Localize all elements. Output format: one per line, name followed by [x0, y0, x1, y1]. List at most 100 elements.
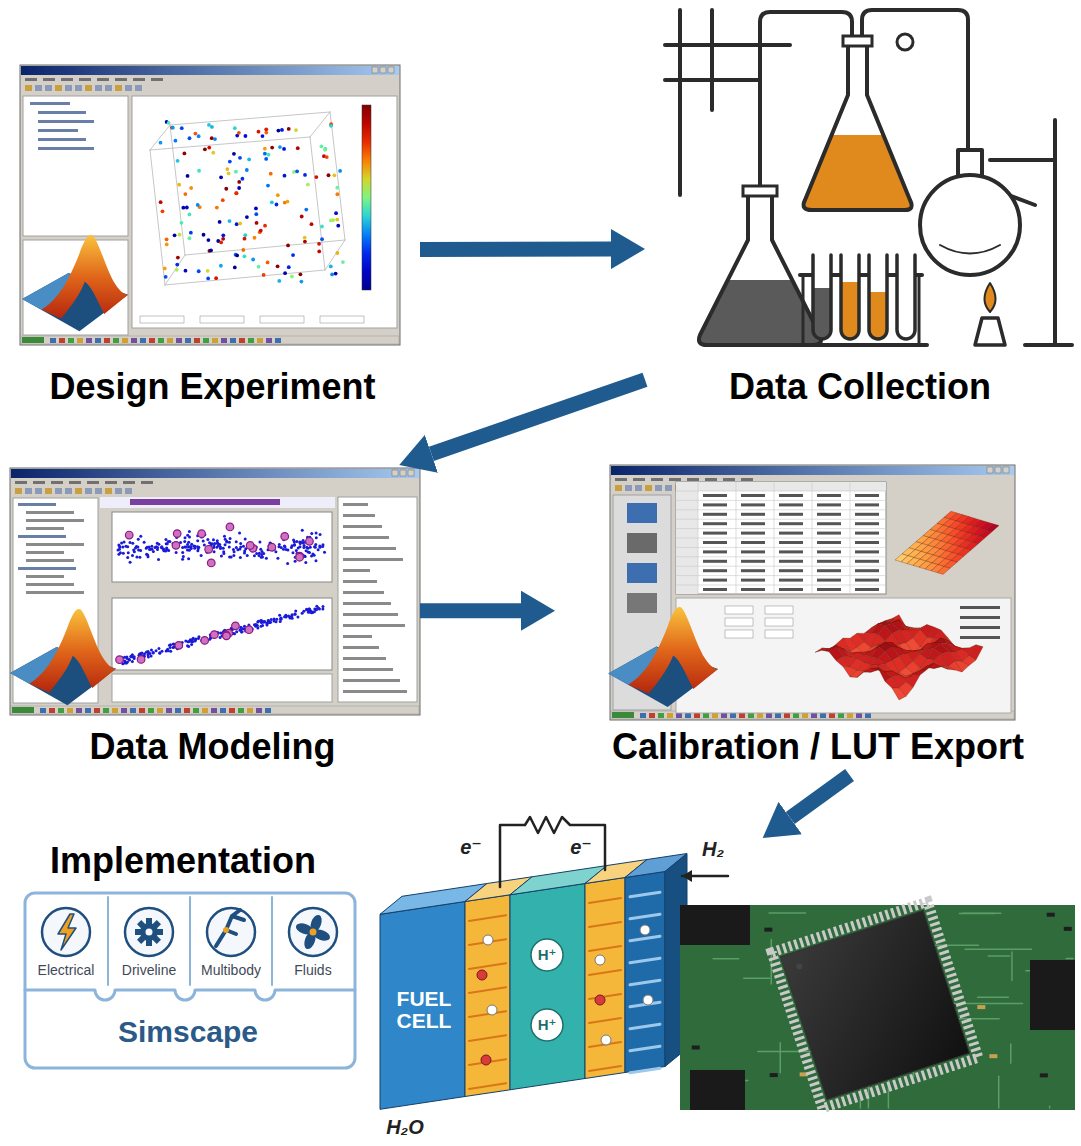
calibration-window-part: [687, 478, 699, 481]
design-window-part: [79, 78, 91, 81]
chip-part: [796, 963, 804, 971]
model-window-part: [168, 644, 171, 647]
model-window-part: [267, 619, 270, 622]
model-window-part: [165, 549, 168, 552]
model-window-part: [175, 642, 183, 650]
chip-part: [772, 902, 979, 1109]
calibration-window-part: [817, 579, 841, 582]
model-window: [10, 468, 420, 715]
model-window-part: [239, 542, 242, 545]
design-window-part: [388, 67, 394, 73]
fuel-cell-part: [469, 987, 506, 993]
model-window-part: [343, 569, 370, 572]
model-window-part: [283, 615, 286, 618]
model-window-part: [181, 546, 184, 549]
calibration-window-part: [741, 569, 765, 572]
design-window-part: [43, 78, 55, 81]
model-window-part: [129, 655, 132, 658]
model-window-part: [26, 575, 64, 578]
model-window-part: [137, 656, 145, 664]
design-window-part: [248, 338, 254, 343]
calibration-window-part: [817, 541, 841, 544]
model-window-part: [392, 470, 398, 476]
fuel-cell-part: [630, 1024, 660, 1029]
calibration-window-part: [855, 532, 879, 535]
calibration-window-part: [855, 513, 879, 516]
model-window-part: [275, 618, 278, 621]
model-window-part: [18, 567, 76, 570]
chip-photo-part: [978, 996, 1009, 998]
design-window-part: [174, 139, 178, 143]
model-window-part: [294, 613, 297, 616]
model-window-part: [183, 540, 186, 543]
model-window-part: [343, 536, 389, 539]
design-window-part: [206, 238, 210, 242]
design-window-part: [362, 105, 371, 290]
design-window-part: [176, 159, 180, 163]
model-window-part: [121, 708, 127, 713]
model-window-part: [208, 541, 211, 544]
design-window-part: [237, 186, 241, 190]
design-window-part: [132, 96, 397, 328]
model-window-part: [116, 656, 124, 664]
model-window-part: [267, 619, 270, 622]
design-window-part: [215, 206, 219, 210]
design-window-part: [257, 130, 261, 134]
design-window-part: [266, 338, 272, 343]
simscape-panel-part: [146, 929, 153, 936]
part-label: e⁻: [568, 836, 594, 859]
chip-photo-part: [770, 1073, 778, 1077]
design-window-part: [237, 180, 241, 184]
design-window-part: [245, 168, 249, 172]
model-window-part: [148, 548, 151, 551]
calibration-window-part: [741, 478, 753, 481]
design-window-part: [175, 268, 179, 272]
calibration-window-part: [676, 575, 886, 576]
model-window-part: [112, 512, 332, 582]
design-window-part: [243, 233, 247, 237]
model-window-part: [124, 545, 127, 548]
model-window-part: [207, 559, 215, 567]
calibration-window-part: [774, 482, 775, 594]
calibration-window-part: [655, 485, 662, 491]
calibration-window-part: [865, 713, 871, 718]
calibration-window-part: [937, 567, 950, 575]
model-window-part: [75, 488, 82, 494]
model-window-part: [313, 545, 316, 548]
chip-photo-part: [955, 1018, 1000, 1020]
calibration-window-part: [627, 533, 657, 553]
calibration-window-part: [960, 636, 1000, 639]
design-window-part: [161, 209, 165, 213]
design-window-part: [95, 85, 102, 91]
design-window-part: [159, 200, 163, 204]
calibration-window-part: [676, 585, 886, 586]
model-window-part: [256, 708, 262, 713]
model-window-part: [261, 555, 264, 558]
model-window-part: [10, 468, 420, 715]
chip-photo-part: [988, 955, 1009, 957]
model-window-part: [290, 546, 293, 549]
part-label: Driveline: [113, 962, 185, 978]
design-window-part: [50, 338, 56, 343]
design-window-part: [241, 177, 245, 181]
model-window-part: [343, 635, 372, 638]
model-window-part: [314, 546, 317, 549]
calibration-window-part: [741, 494, 765, 497]
design-window-part: [338, 169, 342, 173]
design-window-part: [219, 241, 223, 245]
model-window-part: [243, 550, 246, 553]
design-window-part: [330, 273, 334, 277]
design-window-part: [207, 123, 211, 127]
calibration-window-part: [820, 713, 826, 718]
design-window-part: [251, 258, 255, 262]
model-window-part: [254, 623, 257, 626]
fuel-cell-part: [585, 878, 625, 1079]
design-window-part: [184, 269, 188, 273]
design-window-part: [75, 85, 82, 91]
model-window-part: [160, 545, 163, 548]
design-window-part: [270, 200, 274, 204]
design-window-part: [317, 250, 321, 254]
process-step: Calibration / LUT Export: [555, 465, 1081, 775]
lab-glassware-part: [869, 292, 887, 339]
